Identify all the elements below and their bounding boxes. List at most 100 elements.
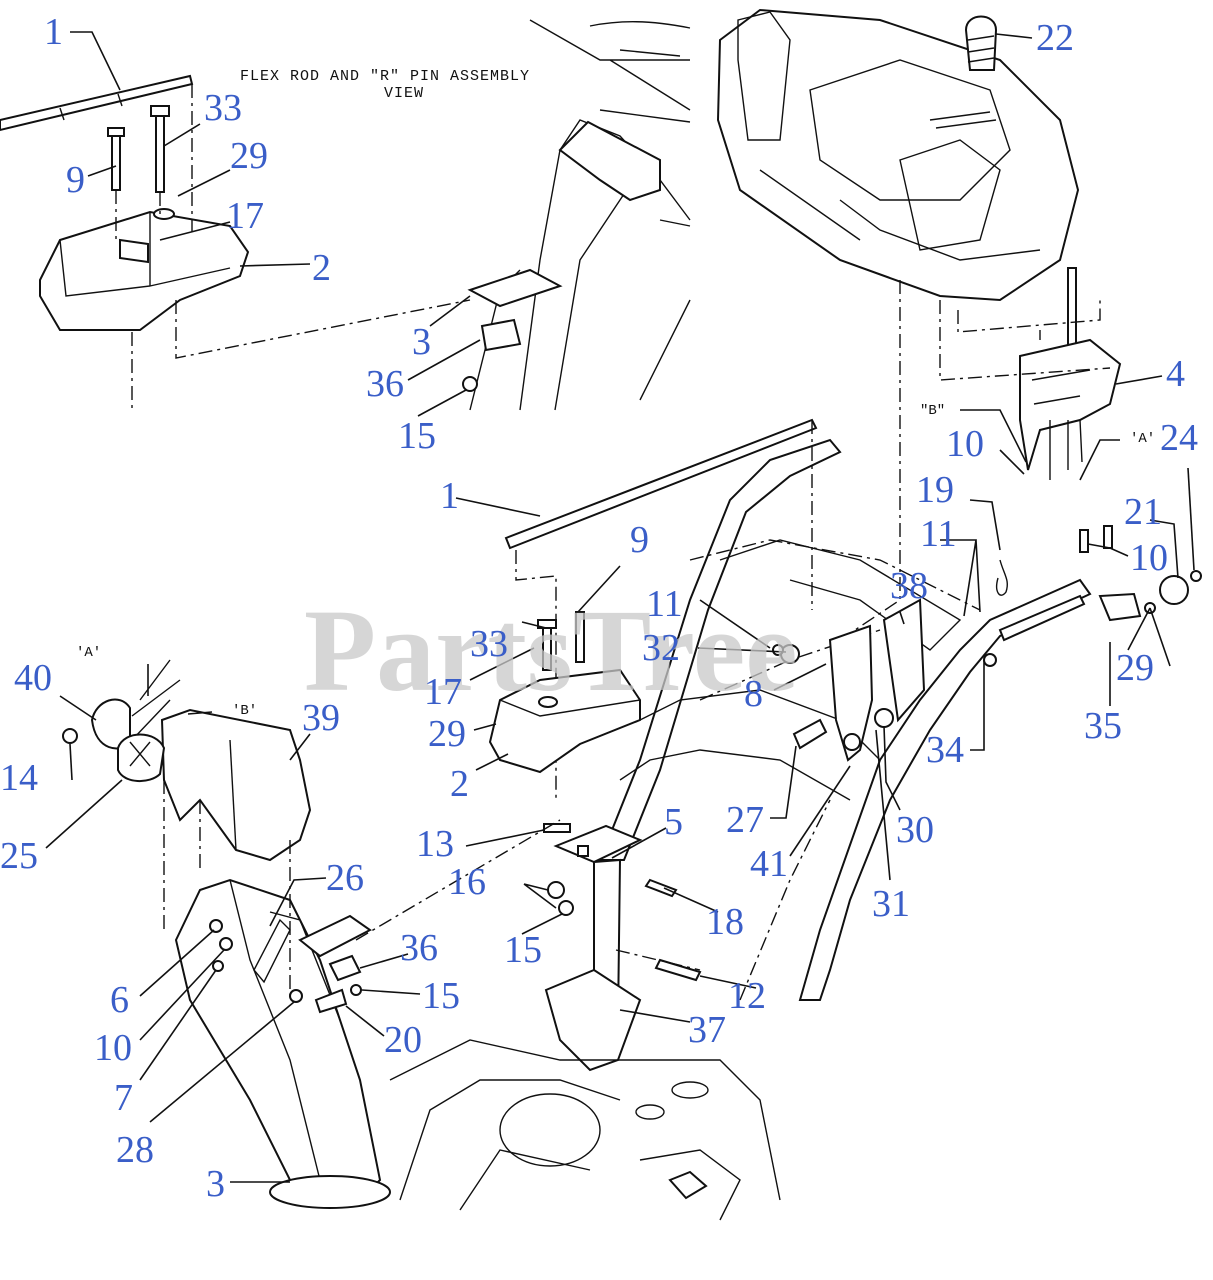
callout-4: 4 — [1166, 353, 1185, 395]
callout-33b: 33 — [470, 623, 508, 665]
handle-frame — [598, 438, 1202, 1001]
bracket-38-part — [882, 598, 926, 723]
gear-25-part — [117, 733, 166, 782]
nut-14-part — [62, 728, 78, 744]
nut-24-part — [1190, 570, 1202, 582]
bolt-9-part — [111, 133, 121, 191]
callout-33: 33 — [204, 87, 242, 129]
leader-lines — [45, 31, 1195, 1183]
nut-15c-part — [350, 984, 362, 996]
callout-3b: 3 — [206, 1163, 225, 1205]
deflector-39-part — [160, 708, 312, 862]
callout-19: 19 — [916, 469, 954, 511]
dash-panel-assembly — [716, 8, 1122, 637]
callout-1b: 1 — [440, 475, 459, 517]
callout-9b: 9 — [630, 519, 649, 561]
bolt-33-part — [155, 113, 165, 193]
bolt-12-part — [654, 958, 702, 982]
callout-14: 14 — [0, 757, 38, 799]
callout-30: 30 — [896, 809, 934, 851]
right-handle-part — [798, 578, 1092, 1001]
label-a: 'A' — [1130, 431, 1155, 447]
crank-housing-part — [39, 210, 250, 331]
callout-9: 9 — [66, 159, 85, 201]
screw-18-part — [644, 878, 678, 898]
screw-10c-part — [219, 937, 233, 951]
nut-15-part — [462, 376, 478, 392]
callout-11: 11 — [920, 513, 957, 555]
callout-21: 21 — [1124, 491, 1162, 533]
bushing-36-part — [480, 318, 522, 352]
chute-top-part — [558, 120, 661, 202]
callout-38: 38 — [890, 565, 928, 607]
caption-line-1: FLEX ROD AND "R" PIN ASSEMBLY — [240, 68, 530, 85]
callout-26: 26 — [326, 857, 364, 899]
chute-bracket-3-part — [467, 268, 563, 308]
bushing-16-part — [547, 881, 565, 899]
bolt-6-part — [209, 919, 223, 933]
center-assembly — [488, 418, 818, 1072]
label-b-left: 'B' — [232, 703, 257, 719]
bracket-4-part — [1019, 338, 1122, 471]
crank-35-part — [998, 594, 1086, 642]
lower-chute-assembly — [62, 659, 561, 1209]
callout-37: 37 — [688, 1009, 726, 1051]
label-b: "B" — [920, 403, 945, 419]
callout-12: 12 — [728, 975, 766, 1017]
bolt-9b-part — [575, 611, 585, 663]
nut-34-part — [983, 653, 997, 667]
knob-22-part — [964, 15, 998, 71]
label-a-left: 'A' — [76, 645, 101, 661]
crank-housing-2b-part — [488, 668, 641, 774]
callout-29b: 29 — [1116, 647, 1154, 689]
callout-7: 7 — [114, 1077, 133, 1119]
shift-rod-part — [1067, 267, 1077, 349]
callout-34: 34 — [926, 729, 964, 771]
callout-39: 39 — [302, 697, 340, 739]
callout-10c: 10 — [94, 1027, 132, 1069]
knob-21-part — [1159, 575, 1189, 605]
callout-11b: 11 — [646, 583, 683, 625]
callout-3: 3 — [412, 321, 431, 363]
callout-32: 32 — [642, 627, 680, 669]
callout-17: 17 — [226, 195, 264, 237]
nut-7-part — [212, 960, 224, 972]
bracket-41-part — [828, 624, 874, 762]
callout-29c: 29 — [428, 713, 466, 755]
left-handle-part — [598, 438, 842, 861]
callout-5: 5 — [664, 801, 683, 843]
bracket-36b-part — [298, 914, 372, 958]
callout-15b: 15 — [504, 929, 542, 971]
callout-16: 16 — [448, 861, 486, 903]
inset-flex-rod-view — [0, 74, 471, 410]
callout-24: 24 — [1160, 417, 1198, 459]
callout-25: 25 — [0, 835, 38, 877]
flex-rod-1-part — [504, 418, 818, 550]
callout-31: 31 — [872, 883, 910, 925]
callout-27: 27 — [726, 799, 764, 841]
callout-6: 6 — [110, 979, 129, 1021]
chute-base-ring — [269, 1175, 391, 1209]
callout-1: 1 — [44, 11, 63, 53]
callout-40: 40 — [14, 657, 52, 699]
r-pin-19-part — [996, 559, 1009, 596]
callout-28: 28 — [116, 1129, 154, 1171]
callout-29: 29 — [230, 135, 268, 177]
callout-15c: 15 — [422, 975, 460, 1017]
callout-2b: 2 — [450, 763, 469, 805]
callout-35: 35 — [1084, 705, 1122, 747]
callout-2: 2 — [312, 247, 331, 289]
callout-15: 15 — [398, 415, 436, 457]
callout-8: 8 — [744, 673, 763, 715]
callout-18: 18 — [706, 901, 744, 943]
callout-17b: 17 — [424, 671, 462, 713]
callout-20: 20 — [384, 1019, 422, 1061]
bracket-40-part — [90, 698, 131, 750]
washer-30-part — [874, 708, 894, 728]
nut-15b-part — [558, 900, 574, 916]
callout-41: 41 — [750, 843, 788, 885]
washer-28-part — [289, 989, 303, 1003]
caption-line-2: VIEW — [384, 85, 424, 102]
